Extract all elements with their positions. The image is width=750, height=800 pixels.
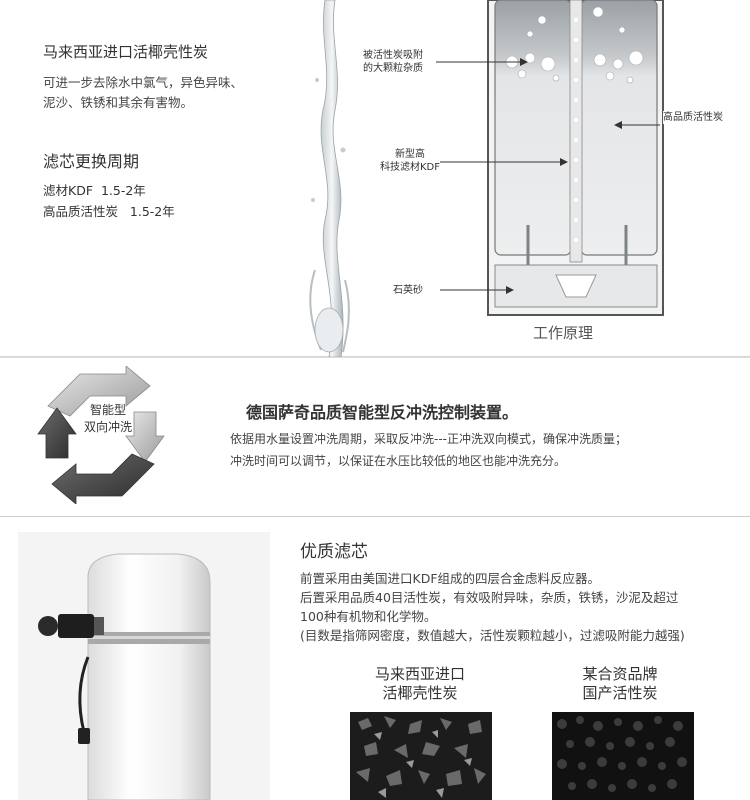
section-coconut-carbon: 马来西亚进口活椰壳性炭 可进一步去除水中氯气，异色异味、 泥沙、铁锈和其余有害物…: [0, 0, 750, 357]
section-quality-filter: 优质滤芯 前置采用由美国进口KDF组成的四层合金虑料反应器。 后置采用品质40目…: [0, 517, 750, 800]
section-backwash-control: 智能型 双向冲洗 德国萨奇品质智能型反冲洗控制装置。 依据用水量设置冲洗周期，采…: [0, 357, 750, 517]
filter-unit-image: [18, 532, 270, 800]
replacement-cycle-list: 滤材KDF 1.5-2年 高品质活性炭 1.5-2年: [43, 180, 175, 222]
coconut-carbon-sample-image: [350, 712, 492, 800]
compare-label-malaysia: 马来西亚进口 活椰壳性炭: [374, 665, 465, 702]
quality-filter-title: 优质滤芯: [300, 542, 368, 562]
label-kdf-media: 新型高 科技滤材KDF: [380, 149, 441, 173]
backwash-description: 依据用水量设置冲洗周期，采取反冲洗---正冲洗双向模式，确保冲洗质量； 冲洗时间…: [230, 432, 627, 468]
compare-label-domestic: 某合资品牌 国产活性炭: [582, 665, 658, 702]
water-splash-image: [309, 0, 350, 357]
coconut-carbon-description: 可进一步去除水中氯气，异色异味、 泥沙、铁锈和其余有害物。: [43, 75, 244, 110]
quality-filter-description: 前置采用由美国进口KDF组成的四层合金虑料反应器。 后置采用品质40目活性炭，有…: [300, 571, 685, 643]
coconut-carbon-title: 马来西亚进口活椰壳性炭: [43, 43, 209, 61]
filter-tank-illustration: [436, 0, 664, 316]
bidirectional-cycle-icon: [37, 366, 165, 504]
cycle-kdf: 滤材KDF 1.5-2年: [43, 183, 146, 198]
domestic-carbon-sample-image: [552, 712, 694, 800]
replacement-cycle-title: 滤芯更换周期: [43, 152, 140, 171]
label-high-quality-carbon: 高品质活性炭: [663, 111, 723, 124]
label-quartz-sand: 石英砂: [393, 285, 423, 296]
cycle-icon-label: 智能型 双向冲洗: [83, 403, 132, 434]
label-adsorbed-impurities: 被活性炭吸附 的大颗粒杂质: [363, 50, 423, 74]
filter-working-diagram: 被活性炭吸附 的大颗粒杂质 高品质活性炭 新型高 科技滤材KDF 石英砂: [360, 0, 750, 357]
backwash-title: 德国萨奇品质智能型反冲洗控制装置。: [246, 403, 519, 422]
working-principle-caption: 工作原理: [533, 324, 594, 342]
cycle-carbon: 高品质活性炭 1.5-2年: [43, 204, 175, 219]
